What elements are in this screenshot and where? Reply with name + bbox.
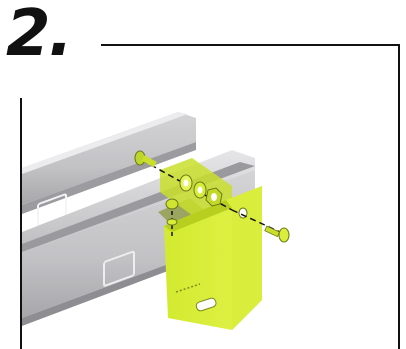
right-screw-icon	[265, 226, 289, 242]
